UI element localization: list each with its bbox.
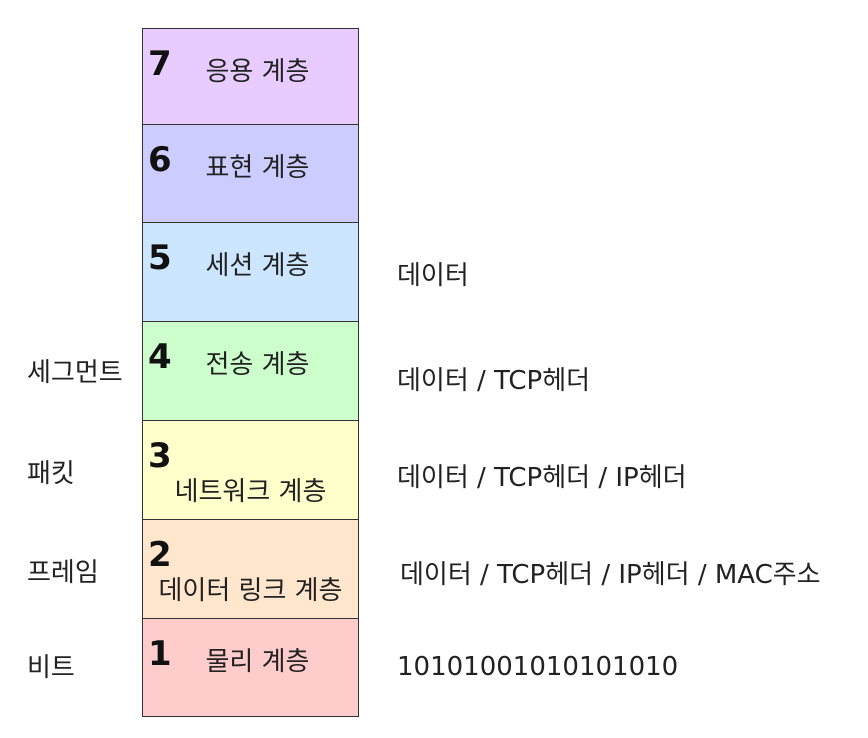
data-unit-layer-1: 10101001010101010: [397, 652, 679, 682]
layer-number: 7: [148, 44, 172, 84]
layer-number: 6: [148, 140, 172, 180]
pdu-name-layer-1: 비트: [27, 653, 75, 683]
layer-name: 물리 계층: [205, 647, 310, 677]
layer-7: 7 응용 계층: [142, 28, 359, 125]
data-unit-layer-3: 데이터 / TCP헤더 / IP헤더: [397, 463, 687, 493]
layer-6: 6 표현 계층: [142, 124, 359, 223]
layer-number: 5: [148, 238, 172, 278]
data-unit-layer-5: 데이터: [397, 261, 469, 291]
layer-number: 2: [148, 535, 172, 575]
layer-5: 5 세션 계층: [142, 222, 359, 322]
layer-name: 세션 계층: [205, 251, 310, 281]
pdu-name-layer-4: 세그먼트: [27, 358, 123, 388]
layer-number: 4: [148, 337, 172, 377]
pdu-name-layer-2: 프레임: [27, 558, 99, 588]
layer-name: 네트워크 계층: [174, 477, 327, 507]
layer-name: 데이터 링크 계층: [158, 576, 343, 606]
layer-1: 1 물리 계층: [142, 618, 359, 717]
layer-name: 표현 계층: [205, 153, 310, 183]
pdu-name-layer-3: 패킷: [27, 459, 75, 489]
layer-name: 응용 계층: [205, 57, 310, 87]
data-unit-layer-2: 데이터 / TCP헤더 / IP헤더 / MAC주소: [400, 560, 821, 590]
data-unit-layer-4: 데이터 / TCP헤더: [397, 366, 591, 396]
layer-4: 4 전송 계층: [142, 321, 359, 421]
layer-name: 전송 계층: [205, 350, 310, 380]
layer-number: 3: [148, 436, 172, 476]
layer-number: 1: [148, 634, 172, 674]
